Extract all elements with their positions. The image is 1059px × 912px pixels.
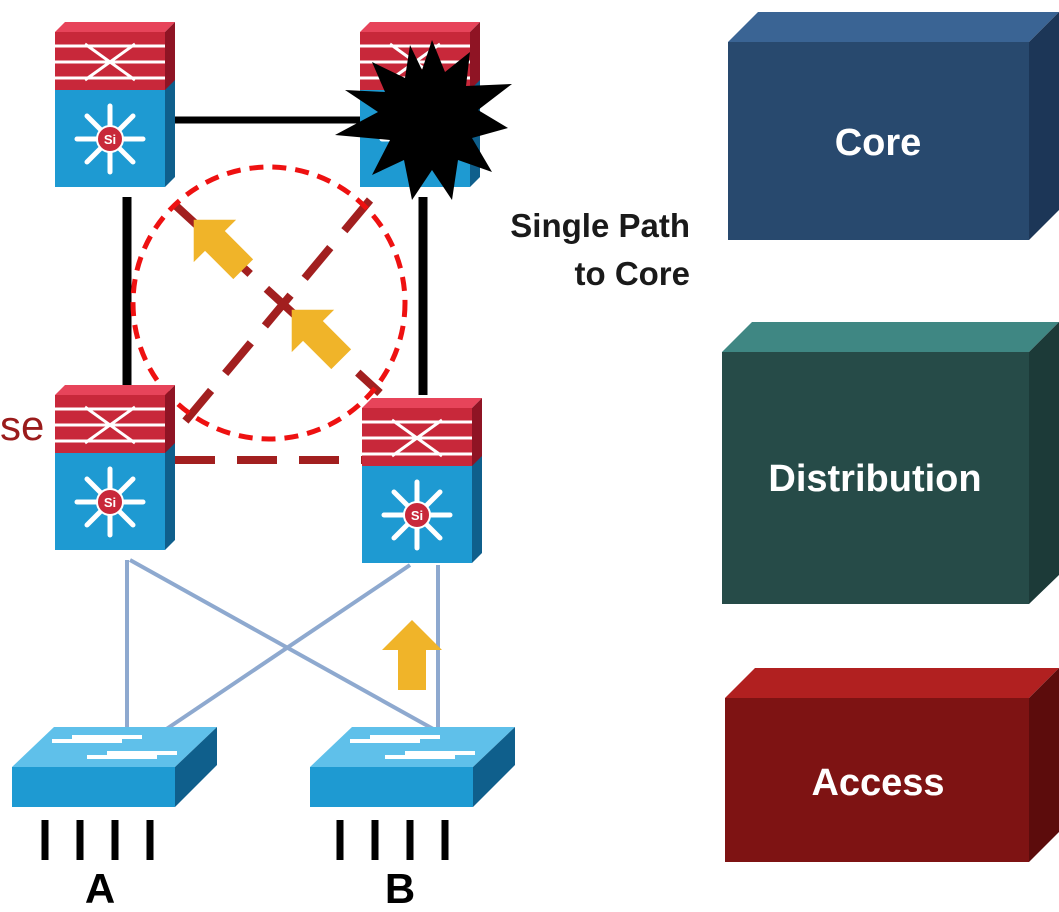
failed-cross-link-left-to-right [172,202,383,396]
core-switch-left-icon [55,22,175,187]
distribution-switch-right-icon [362,398,482,563]
access-ports-b [336,820,449,860]
access-ports-a [41,820,154,860]
failure-highlight-circle [130,164,408,442]
access-label-b: B [385,865,415,912]
distribution-layer-block: Distribution [722,322,1059,604]
failed-cross-link-right-to-left [174,197,374,433]
core-layer-label: Core [835,122,922,164]
access-uplinks [125,558,440,745]
access-label-a: A [85,865,115,912]
access-switch-b-icon [308,725,517,809]
distribution-switch-left-icon [55,385,175,550]
distribution-layer-label: Distribution [768,458,981,500]
single-path-line1: Single Path [510,207,690,244]
access-switch-a-icon [10,725,219,809]
single-path-line2: to Core [575,255,691,292]
access-layer-label: Access [811,762,944,804]
core-layer-block: Core [728,12,1059,240]
traffic-arrow-icon-access [382,620,442,690]
access-layer-block: Access [725,668,1059,862]
explosion-icon [335,40,512,200]
partial-left-text: se [0,402,44,449]
